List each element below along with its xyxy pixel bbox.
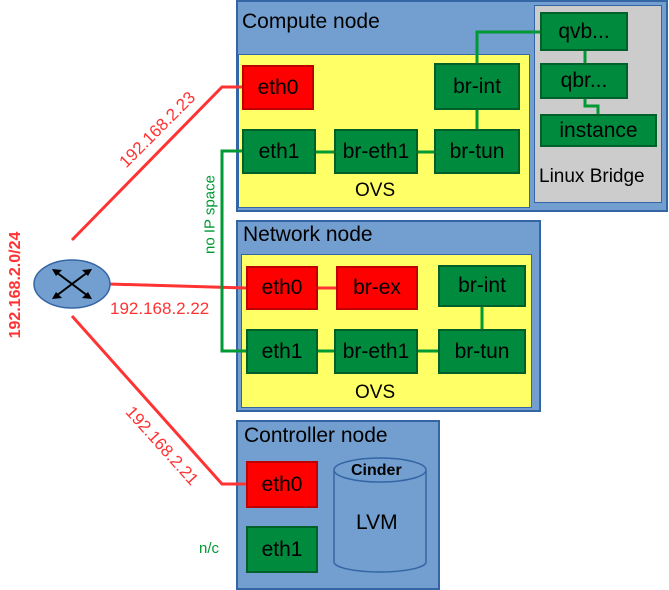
no-ip-space-label: no IP space [201, 175, 219, 254]
network-node-title: Network node [243, 223, 373, 246]
controller-eth0[interactable]: eth0 [246, 461, 318, 508]
compute-ovs-label: OVS [355, 180, 396, 201]
network-br-int[interactable]: br-int [438, 265, 526, 307]
qbr-bridge[interactable]: qbr... [540, 63, 628, 99]
network-br-tun[interactable]: br-tun [438, 329, 526, 374]
compute-eth1[interactable]: eth1 [242, 129, 316, 174]
link-eth1-trunk [220, 149, 246, 353]
network-eth1[interactable]: eth1 [246, 329, 318, 374]
compute-eth0[interactable]: eth0 [242, 65, 314, 110]
qvb-interface[interactable]: qvb... [540, 12, 628, 51]
controller-node-title: Controller node [244, 424, 388, 447]
link-compute-brint-qvb [475, 30, 540, 63]
compute-br-tun[interactable]: br-tun [434, 129, 520, 174]
compute-node-title: Compute node [242, 10, 380, 33]
compute-br-int[interactable]: br-int [434, 63, 520, 110]
network-ovs-label: OVS [355, 382, 396, 403]
subnet-label: 192.168.2.0/24 [7, 231, 24, 339]
network-br-ex[interactable]: br-ex [336, 266, 418, 310]
router-icon[interactable] [33, 259, 111, 309]
link-network-eth0 [107, 282, 247, 290]
lvm-label: LVM [356, 511, 398, 534]
eth1-not-connected-label: n/c [199, 540, 220, 557]
link-compute-eth0 [70, 85, 242, 242]
controller-eth1[interactable]: eth1 [246, 526, 318, 573]
compute-br-eth1[interactable]: br-eth1 [334, 129, 418, 174]
cinder-label: Cinder [351, 462, 402, 479]
network-br-eth1[interactable]: br-eth1 [334, 329, 418, 374]
link-controller-eth0 [70, 315, 246, 486]
instance-box[interactable]: instance [540, 114, 657, 147]
network-eth0[interactable]: eth0 [246, 266, 318, 310]
linux-bridge-label: Linux Bridge [539, 166, 645, 187]
ip-network-label: 192.168.2.22 [110, 299, 210, 318]
lvm-cylinder [333, 457, 427, 573]
link-qbr-instance [583, 99, 600, 114]
